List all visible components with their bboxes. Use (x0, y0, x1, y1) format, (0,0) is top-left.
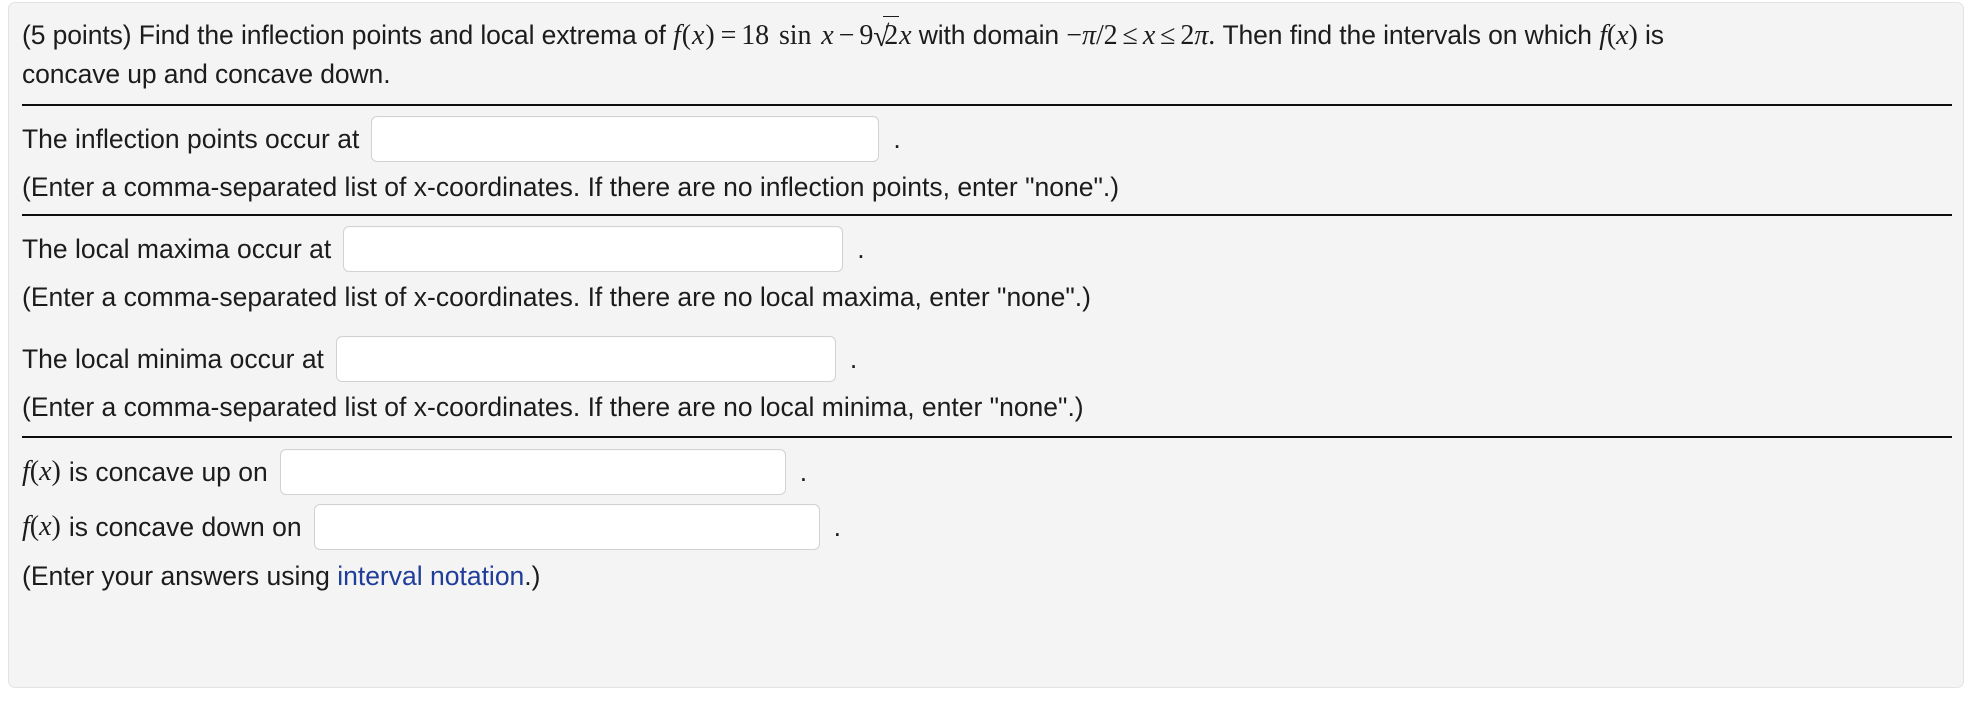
problem-line-2: concave up and concave down. (22, 59, 391, 89)
sin-operator: sin (778, 20, 812, 51)
inflection-points-label: The inflection points occur at (22, 123, 360, 154)
local-maxima-period: . (857, 233, 865, 264)
concave-up-period: . (799, 456, 808, 487)
problem-lead-text: Find the inflection points and local ext… (138, 20, 666, 50)
local-maxima-input[interactable] (343, 226, 844, 272)
local-minima-row: The local minima occur at . (22, 336, 1950, 382)
interval-notation-hint: (Enter your answers using interval notat… (22, 561, 1950, 592)
domain-two: 2 (1180, 20, 1195, 51)
concave-up-function-label: f(x) (22, 456, 61, 487)
inflection-points-hint: (Enter a comma-separated list of x-coord… (22, 172, 1120, 202)
equals-sign: = (720, 20, 737, 51)
paren-open: ( (681, 20, 691, 51)
pi-symbol-2: π (1194, 20, 1209, 51)
local-minima-hint: (Enter a comma-separated list of x-coord… (22, 392, 1084, 422)
pi-symbol: π (1082, 20, 1096, 51)
concave-up-label: is concave up on (68, 456, 268, 487)
less-equal-2: ≤ (1160, 20, 1176, 51)
inflection-points-period: . (893, 123, 901, 154)
domain-minus: − (1066, 20, 1082, 51)
minus-sign: − (838, 20, 855, 51)
divider-1-wrap (9, 93, 1963, 106)
domain-variable-x: x (1142, 20, 1156, 51)
square-root-icon: √2 (873, 16, 900, 55)
tail-text-2: is (1644, 20, 1664, 50)
domain-period: . (1208, 20, 1216, 51)
problem-card: (5 points) Find the inflection points an… (8, 2, 1964, 688)
local-maxima-row: The local maxima occur at . (22, 226, 1950, 272)
local-maxima-label: The local maxima occur at (22, 233, 332, 264)
points-prefix: (5 points) (22, 20, 132, 50)
tail-text-1: Then find the intervals on which (1222, 20, 1592, 50)
variable-x: x (692, 20, 705, 51)
trailing-x: x (899, 20, 912, 51)
coefficient-18: 18 (741, 20, 770, 51)
divider-2-wrap (9, 203, 1963, 216)
coefficient-9: 9 (859, 20, 874, 51)
local-minima-period: . (849, 343, 858, 374)
section-divider-3 (22, 436, 1952, 438)
concave-up-row: f(x) is concave up on . (22, 449, 1950, 495)
function-f: f (673, 20, 681, 51)
concave-down-function-label: f(x) (22, 511, 61, 542)
paren-close: ) (705, 20, 715, 51)
hint-suffix: .) (524, 561, 541, 591)
concave-down-input[interactable] (313, 504, 820, 550)
divider-3-wrap (9, 423, 1963, 438)
problem-statement: (5 points) Find the inflection points an… (22, 3, 1950, 93)
concave-down-label: is concave down on (68, 511, 302, 542)
inflection-points-row: The inflection points occur at . (22, 116, 1950, 162)
radical-sign: √ (873, 20, 890, 53)
sin-argument-x: x (821, 20, 834, 51)
concave-up-input[interactable] (279, 449, 786, 495)
hint-prefix: (Enter your answers using (22, 561, 338, 591)
over-two: /2 (1095, 20, 1118, 51)
concave-down-row: f(x) is concave down on . (22, 504, 1950, 550)
domain-expression: −π/2≤x≤2π. (1066, 20, 1215, 51)
local-minima-label: The local minima occur at (22, 343, 324, 374)
function-expression: f(x)=18 sin x−9√2x (673, 16, 912, 53)
inflection-points-input[interactable] (371, 116, 880, 162)
local-maxima-hint: (Enter a comma-separated list of x-coord… (22, 282, 1091, 312)
interval-notation-link[interactable]: interval notation (337, 561, 525, 591)
section-divider-2 (22, 214, 1952, 216)
less-equal-1: ≤ (1122, 20, 1138, 51)
tail-function-label: f(x) (1599, 20, 1638, 51)
section-divider-1 (22, 104, 1952, 106)
local-minima-input[interactable] (335, 336, 836, 382)
domain-intro-text: with domain (918, 20, 1060, 50)
concave-down-period: . (833, 511, 842, 542)
radicand-2: 2 (883, 16, 900, 55)
